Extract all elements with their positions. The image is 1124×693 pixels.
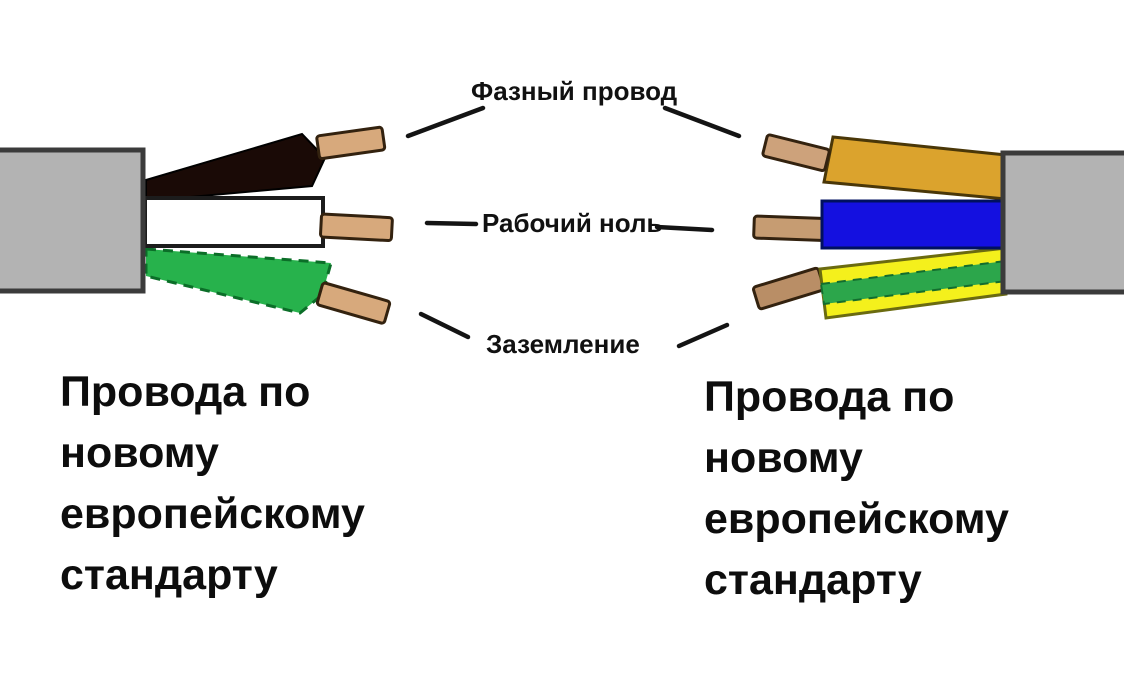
left-phase-wire-copper-tip (315, 125, 387, 160)
left-cable-caption: Провода по новому европейскому стандарту (60, 368, 365, 599)
phase-wire-label: Фазный провод (471, 76, 678, 106)
neutral-right-connector-line (654, 224, 715, 233)
right-phase-wire-orange (822, 135, 1008, 201)
right-cable-sheath (1000, 150, 1124, 295)
ground-right-connector-line (676, 322, 730, 349)
right-neutral-wire-copper-tip (752, 214, 826, 242)
left-ground-wire-green (144, 247, 333, 315)
right-neutral-wire-blue (820, 199, 1006, 250)
ground-wire-label: Заземление (486, 329, 640, 359)
left-neutral-wire-white (143, 196, 325, 248)
right-cable-caption: Провода по новому европейскому стандарту (704, 373, 1009, 604)
left-neutral-wire-copper-tip (319, 212, 394, 243)
phase-left-connector-line (405, 105, 486, 139)
right-cable (752, 133, 1124, 320)
right-phase-wire-copper-tip (761, 133, 831, 173)
neutral-left-connector-line (424, 220, 479, 227)
neutral-wire-label: Рабочий ноль (482, 208, 663, 238)
left-cable (0, 125, 394, 325)
right-ground-wire-copper-tip (752, 266, 826, 311)
ground-left-connector-line (418, 311, 471, 340)
left-ground-wire-copper-tip (315, 281, 392, 325)
connector-lines (405, 105, 742, 349)
left-phase-wire-black (145, 132, 327, 203)
left-cable-sheath (0, 147, 146, 294)
right-ground-wire-green-stripe (819, 259, 1007, 306)
phase-right-connector-line (662, 105, 742, 139)
